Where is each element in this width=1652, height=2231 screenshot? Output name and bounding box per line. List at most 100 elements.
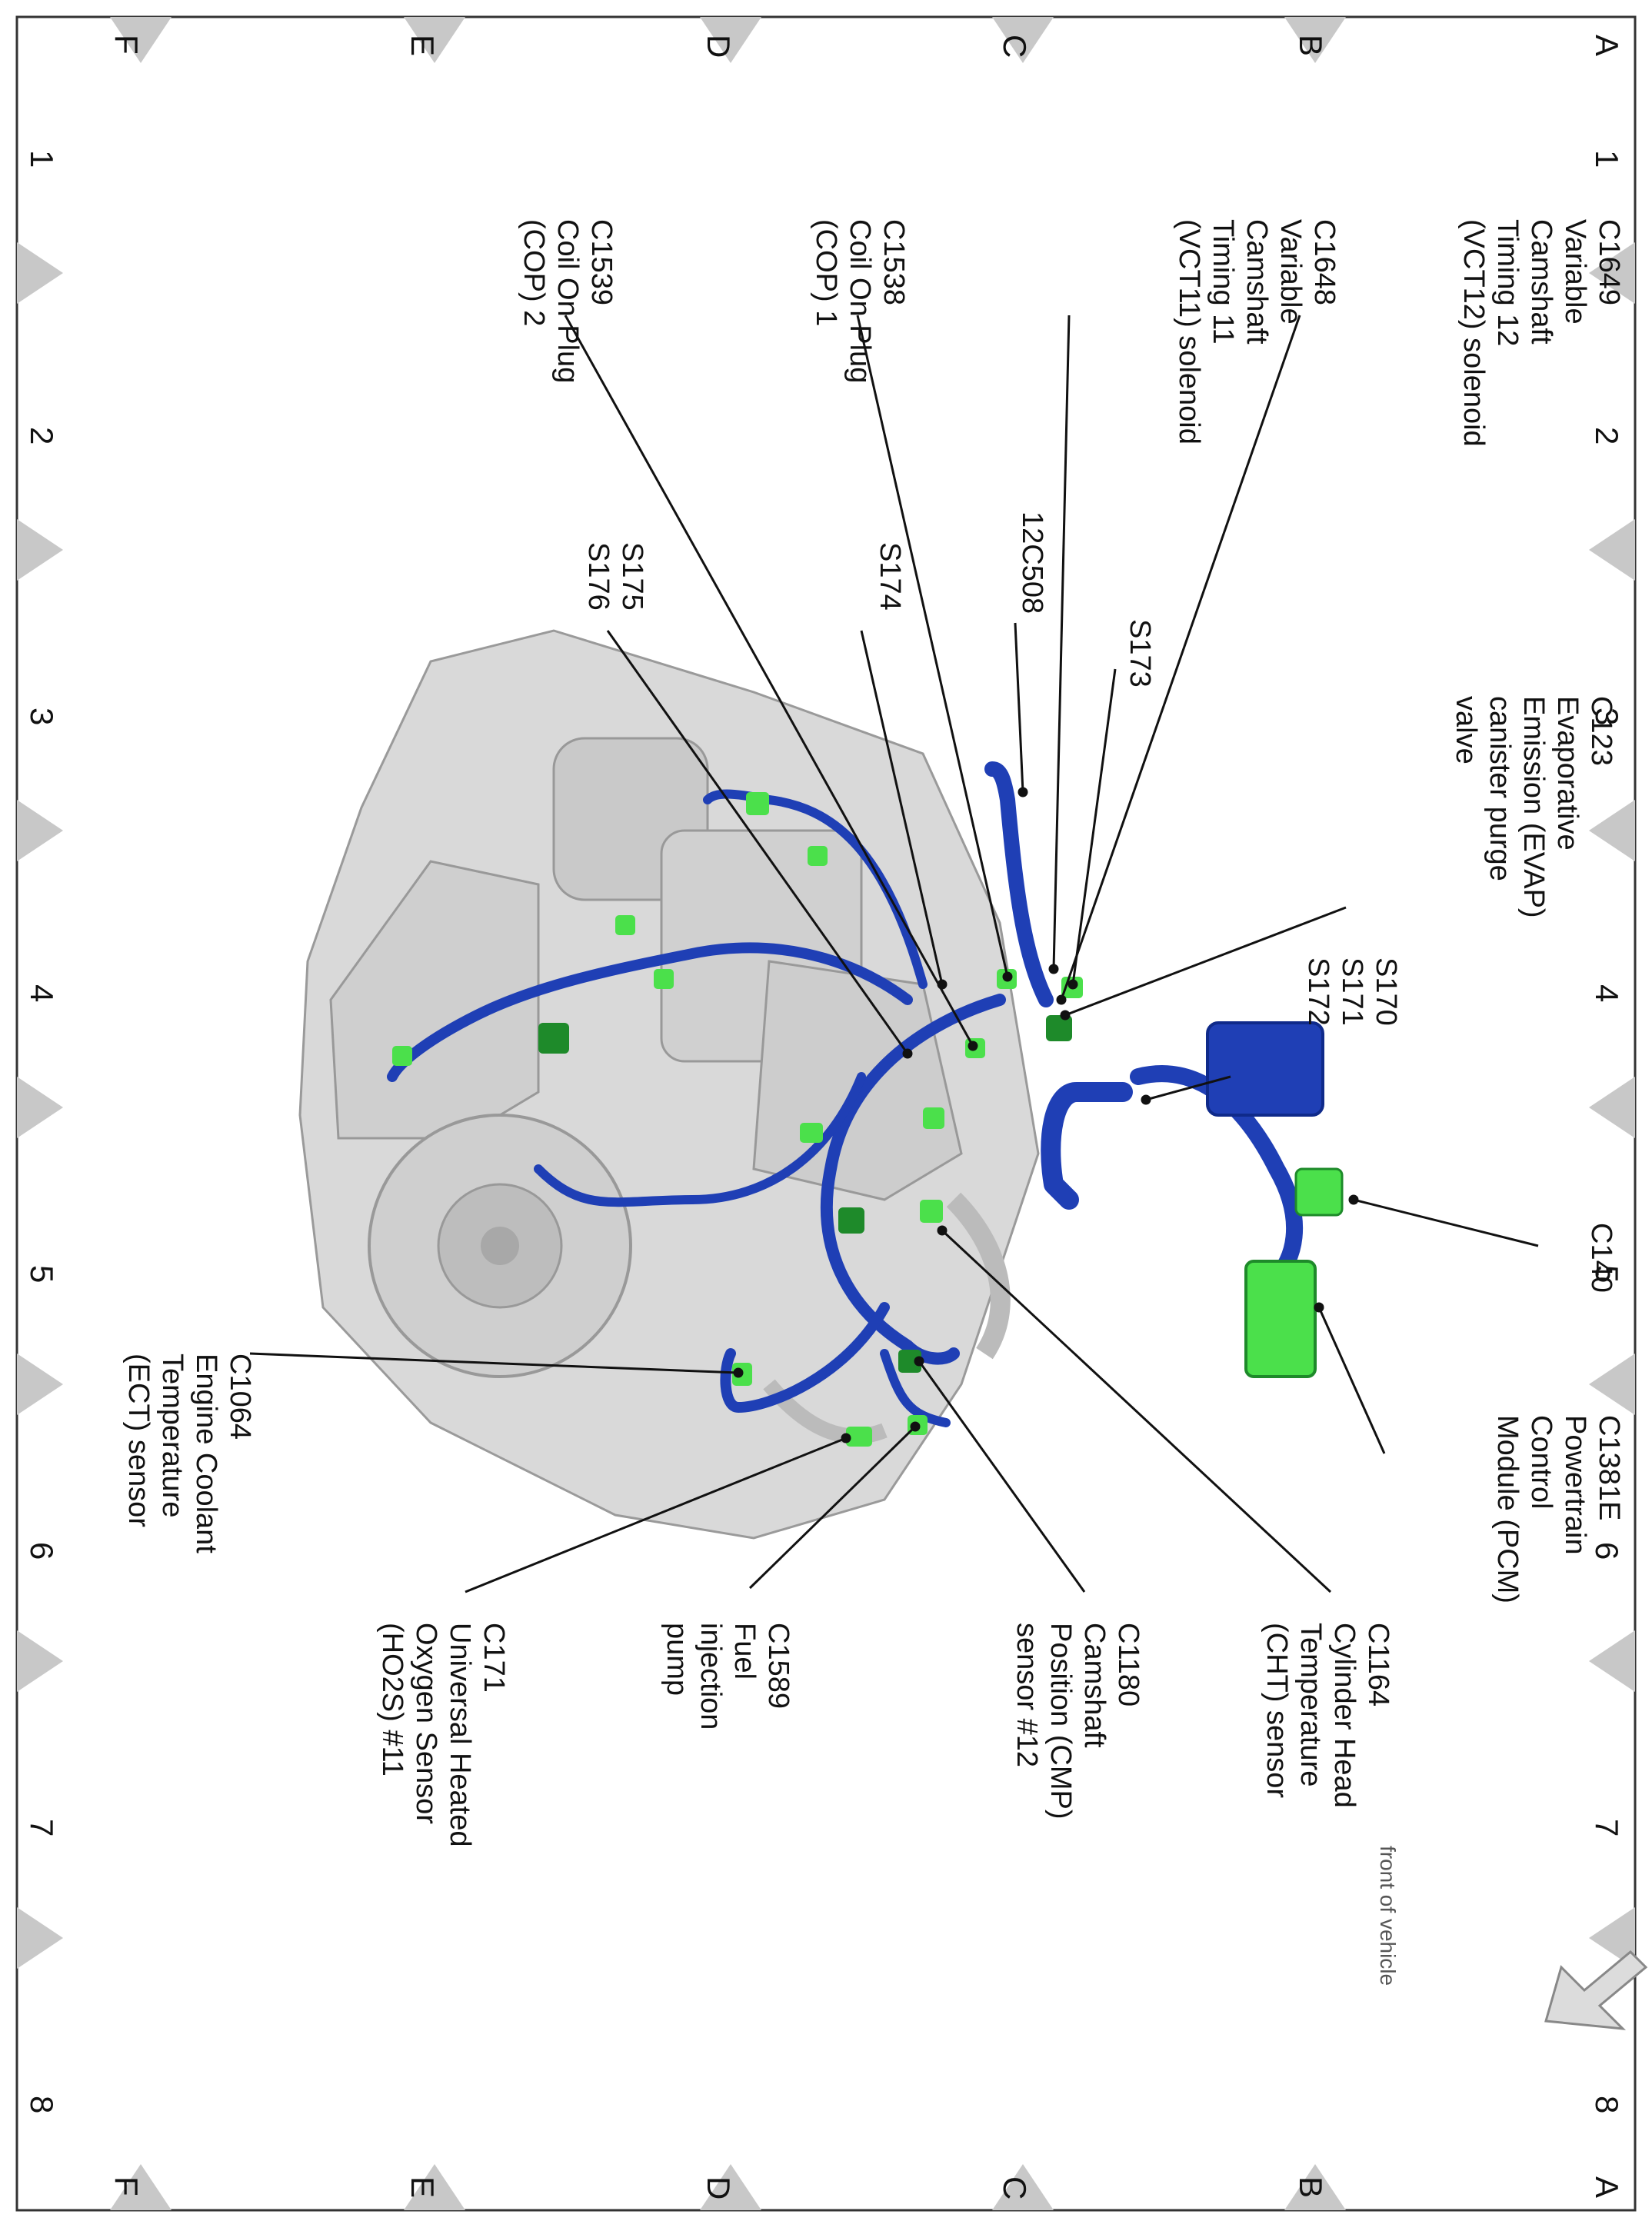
label-c1064-line: Temperature [156, 1354, 188, 1517]
grid-triangle [110, 2164, 172, 2210]
grid-triangle [700, 2164, 761, 2210]
grid-triangle [17, 1354, 63, 1415]
label-c1539-line: C1539 [585, 219, 618, 305]
label-c171-line: (HO2S) #11 [376, 1623, 408, 1776]
grid-number-left: 1 [24, 150, 60, 168]
leader-arrowhead [902, 1048, 913, 1059]
leader-arrowhead [1002, 971, 1013, 982]
label-c1589-line: injection [694, 1623, 727, 1730]
grid-triangle [17, 1077, 63, 1138]
label-s175-line: S175 [616, 542, 648, 611]
label-c1649-line: Camshaft [1525, 219, 1557, 345]
label-s170-line: S172 [1302, 957, 1334, 1026]
grid-triangle [1589, 800, 1635, 861]
grid-triangle [1589, 1907, 1635, 1969]
pcm-connector [1244, 1260, 1317, 1378]
grid-triangle [404, 17, 465, 63]
grid-number-right: 5 [1589, 1265, 1625, 1283]
grid-triangle [404, 2164, 465, 2210]
label-c1648-line: Timing 11 [1207, 219, 1239, 345]
label-c171-line: Oxygen Sensor [410, 1623, 442, 1824]
leader-line [249, 1352, 739, 1374]
leader-line [748, 1425, 917, 1590]
grid-number-left: 3 [24, 708, 60, 725]
grid-triangle [1284, 17, 1346, 63]
label-c1539-line: (COP) 2 [518, 219, 550, 326]
label-c1180-line: Camshaft [1078, 1623, 1111, 1748]
label-c1649-line: C1649 [1593, 219, 1625, 305]
label-c123-line: canister purge [1484, 696, 1516, 881]
label-s170-line: S171 [1336, 957, 1368, 1026]
leader-line [606, 630, 909, 1054]
grid-triangle [700, 17, 761, 63]
leader-arrowhead [1314, 1302, 1324, 1313]
grid-number-right: 4 [1589, 984, 1625, 1002]
leader-line [1145, 1075, 1231, 1101]
label-s170-line: S170 [1370, 957, 1402, 1026]
label-c1538-line: Coil On Plug [844, 219, 876, 383]
label-c1539-line: Coil On Plug [551, 219, 584, 383]
grid-number-left: 7 [24, 1819, 60, 1836]
leader-arrowhead [1018, 787, 1028, 797]
grid-triangle [992, 17, 1054, 63]
grid-letter-bottom: F [108, 2176, 145, 2196]
label-c1648-line: C1648 [1308, 219, 1341, 305]
grid-letter-top: D [701, 35, 737, 58]
grid-triangle [17, 242, 63, 304]
grid-triangle [1589, 1077, 1635, 1138]
grid-triangle [1589, 1630, 1635, 1692]
leader-arrowhead [1060, 1010, 1071, 1021]
front-of-vehicle-note: front of vehicle [1376, 1846, 1400, 1986]
label-c171-line: Universal Heated [444, 1623, 476, 1846]
leader-line [465, 1437, 847, 1593]
leader-line [860, 630, 944, 985]
grid-letter-top: E [405, 35, 441, 56]
grid-triangle [992, 2164, 1054, 2210]
label-c1180-line: C1180 [1112, 1623, 1144, 1707]
grid-number-right: 6 [1589, 1542, 1625, 1560]
grid-triangle [1284, 2164, 1346, 2210]
leader-line [1014, 622, 1024, 793]
pcm-harness-block [1206, 1021, 1324, 1117]
label-c1164-line: Cylinder Head [1328, 1623, 1361, 1808]
label-c1589-line: C1589 [762, 1623, 794, 1709]
grid-number-right: 1 [1589, 150, 1625, 168]
grid-number-left: 4 [24, 984, 60, 1002]
grid-letter-bottom: B [1293, 2176, 1329, 2198]
grid-letter-top: C [997, 35, 1033, 58]
leader-arrowhead [1348, 1194, 1359, 1205]
leader-arrowhead [910, 1421, 921, 1432]
label-c1648-line: Variable [1274, 219, 1307, 325]
grid-number-left: 8 [24, 2096, 60, 2113]
grid-number-right: 2 [1589, 427, 1625, 445]
leader-line [856, 315, 1009, 977]
label-c1648-line: Camshaft [1241, 219, 1273, 345]
label-c1164-line: Temperature [1294, 1623, 1327, 1786]
grid-letter-top: F [108, 35, 145, 55]
grid-triangle [110, 17, 172, 63]
label-c1381e-line: Module (PCM) [1491, 1415, 1524, 1603]
label-c12c508-line: 12C508 [1016, 511, 1048, 614]
label-c1649-line: Variable [1559, 219, 1591, 325]
grid-letter-bottom: A [1589, 2176, 1625, 2198]
label-c123-line: valve [1450, 696, 1482, 764]
label-c1538-line: C1538 [878, 219, 910, 305]
label-c140-line: C140 [1585, 1223, 1617, 1293]
grid-number-right: 8 [1589, 2096, 1625, 2113]
grid-letter-top: A [1589, 35, 1625, 56]
leader-line [564, 315, 974, 1047]
leader-line [1052, 315, 1071, 970]
leader-arrowhead [1067, 979, 1078, 990]
leader-lines [249, 315, 1539, 1593]
label-c171-line: C171 [478, 1623, 510, 1693]
grid-number-right: 3 [1589, 708, 1625, 725]
label-c1164-line: (CHT) sensor [1261, 1623, 1293, 1798]
label-s173-line: S173 [1124, 619, 1156, 688]
label-c1381e-line: C1381E [1593, 1415, 1625, 1520]
grid-number-left: 5 [24, 1265, 60, 1283]
grid-number-left: 2 [24, 427, 60, 445]
label-c1064-line: Engine Coolant [190, 1354, 222, 1553]
